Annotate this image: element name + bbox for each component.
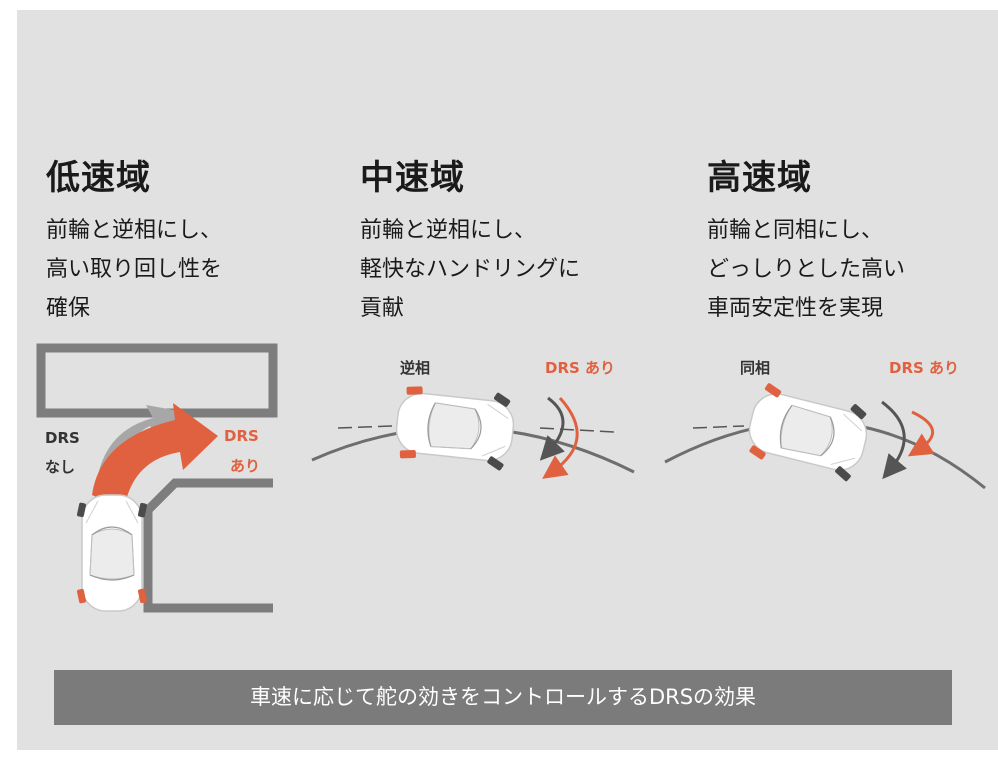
low-speed-column: 低速域 前輪と逆相にし、 高い取り回し性を 確保 (46, 150, 222, 328)
desc-line: 確保 (46, 296, 91, 321)
desc-line: 前輪と逆相にし、 (46, 218, 223, 243)
label-drs-off-1: DRS (45, 429, 80, 447)
footer-caption: 車速に応じて舵の効きをコントロールするDRSの効果 (54, 670, 952, 725)
high-speed-column: 高速域 前輪と同相にし、 どっしりとした高い 車両安定性を実現 (707, 150, 905, 328)
centerline (539, 427, 615, 433)
front-steer-arrow (539, 396, 565, 461)
label-drs-on-2: あり (230, 457, 260, 475)
desc-line: 前輪と逆相にし、 (360, 218, 537, 243)
label-drs-on-1: DRS (224, 427, 259, 445)
desc-line: 車両安定性を実現 (707, 296, 884, 321)
label-drs-on: DRS あり (889, 359, 959, 377)
parking-wall-corner (143, 478, 273, 613)
centerline (692, 425, 745, 429)
mid-speed-column: 中速域 前輪と逆相にし、 軽快なハンドリングに 貢献 (360, 150, 580, 328)
mid-speed-scene: 逆相 DRS あり (311, 359, 635, 479)
mid-speed-description: 前輪と逆相にし、 軽快なハンドリングに 貢献 (360, 211, 580, 328)
front-steer-arrow (881, 400, 907, 480)
desc-line: 貢献 (360, 296, 405, 321)
label-drs-off-2: なし (45, 458, 75, 476)
rear-steer-arrow (907, 410, 935, 457)
label-drs-on: DRS あり (545, 359, 615, 377)
label-same-phase: 同相 (740, 359, 770, 377)
desc-line: 高い取り回し性を (46, 257, 223, 282)
centerline (337, 425, 393, 429)
desc-line: 前輪と同相にし、 (707, 218, 884, 243)
rear-steer-arrow (542, 396, 579, 479)
high-speed-heading: 高速域 (707, 158, 812, 198)
high-speed-description: 前輪と同相にし、 どっしりとした高い 車両安定性を実現 (707, 211, 905, 328)
desc-line: 軽快なハンドリングに (360, 257, 581, 282)
car-mid-speed (393, 386, 517, 471)
path-with-drs-arrow (92, 403, 218, 510)
car-low-speed (77, 494, 147, 612)
low-speed-scene: DRS なし DRS あり (36, 343, 278, 613)
car-high-speed (743, 383, 873, 482)
high-speed-scene: 同相 DRS あり (664, 359, 986, 490)
parking-wall-top (36, 343, 278, 418)
diagram-panel (17, 10, 998, 750)
mid-speed-heading: 中速域 (360, 158, 465, 198)
desc-line: どっしりとした高い (707, 257, 906, 282)
low-speed-description: 前輪と逆相にし、 高い取り回し性を 確保 (46, 211, 222, 328)
label-opposite-phase: 逆相 (400, 359, 430, 377)
low-speed-heading: 低速域 (46, 158, 151, 198)
